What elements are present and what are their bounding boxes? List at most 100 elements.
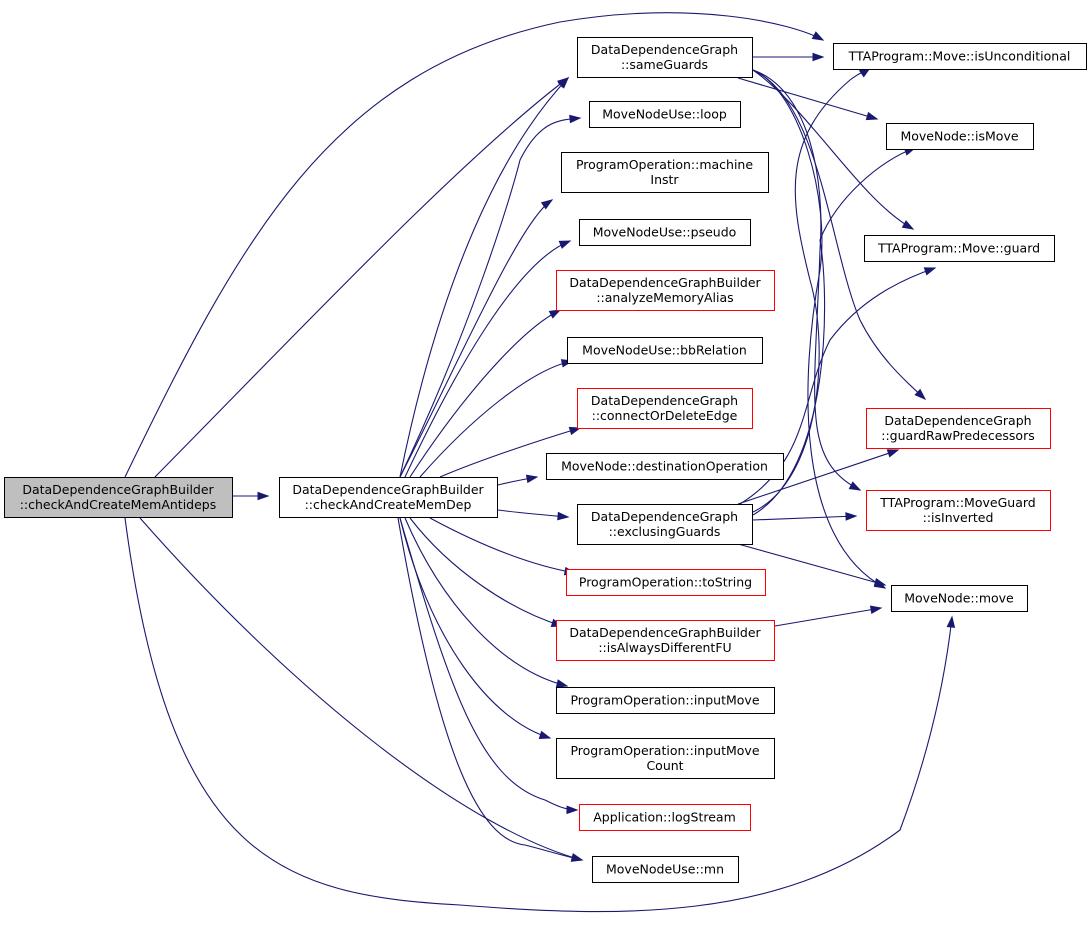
arrowhead-icon: [555, 679, 569, 688]
edge-checkdep-to-sameguards: [399, 76, 570, 478]
node-label: ::isAlwaysDifferentFU: [598, 640, 731, 655]
node-box: [579, 219, 751, 246]
edge-line: [409, 309, 561, 478]
node-exclusing[interactable]: DataDependenceGraph::exclusingGuards: [577, 504, 753, 545]
edge-line: [399, 117, 581, 478]
edge-root-to-sameguards: [154, 77, 570, 478]
node-label: Application::logStream: [593, 810, 736, 825]
edge-line: [752, 69, 861, 491]
node-box: [556, 687, 775, 714]
node-box: [866, 490, 1051, 531]
edge-checkdep-to-destop: [497, 474, 539, 486]
edge-checkdep-to-exclusing: [497, 509, 570, 521]
node-label: MoveNodeUse::mn: [606, 862, 724, 877]
node-box: [4, 477, 233, 518]
node-label: Count: [646, 758, 683, 773]
node-label: MoveNode::isMove: [900, 129, 1018, 144]
node-box: [556, 620, 775, 661]
edge-line: [399, 77, 569, 478]
arrowhead-icon: [540, 199, 554, 210]
node-analyzealias[interactable]: DataDependenceGraphBuilder::analyzeMemor…: [556, 270, 775, 311]
edge-checkdep-to-mn: [397, 517, 584, 862]
node-label: ProgramOperation::inputMove: [570, 743, 759, 758]
node-label: ::guardRawPredecessors: [881, 428, 1034, 443]
node-label: Instr: [650, 172, 679, 187]
edge-line: [124, 12, 824, 478]
node-label: TTAProgram::Move::isUnconditional: [848, 49, 1071, 64]
arrowhead-icon: [873, 578, 887, 587]
node-tostring[interactable]: ProgramOperation::toString: [566, 569, 766, 596]
node-label: TTAProgram::MoveGuard: [879, 495, 1035, 510]
node-logstream[interactable]: Application::logStream: [579, 804, 751, 831]
arrowhead-icon: [557, 76, 570, 89]
node-label: DataDependenceGraph: [591, 509, 738, 524]
edge-line: [752, 69, 886, 589]
node-label: DataDependenceGraphBuilder: [22, 482, 214, 497]
node-label: ::isInverted: [923, 510, 994, 525]
arrowhead-icon: [865, 111, 879, 121]
node-label: DataDependenceGraphBuilder: [292, 482, 484, 497]
arrowhead-icon: [558, 240, 572, 249]
arrowhead-icon: [569, 114, 582, 124]
node-connectordelete[interactable]: DataDependenceGraph::connectOrDeleteEdge: [577, 388, 753, 429]
node-pseudo[interactable]: MoveNodeUse::pseudo: [579, 219, 751, 246]
edge-checkdep-to-connectordelete: [439, 426, 582, 478]
edge-sameguards-to-isinverted: [752, 69, 862, 491]
node-label: ::connectOrDeleteEdge: [592, 408, 738, 423]
node-bbrelation[interactable]: MoveNodeUse::bbRelation: [567, 337, 763, 364]
node-destop[interactable]: MoveNode::destinationOperation: [546, 453, 784, 480]
edge-sameguards-to-ismove: [737, 77, 879, 121]
node-box: [891, 585, 1028, 612]
edge-exclusing-to-isinverted: [752, 512, 858, 521]
edge-exclusing-to-guardraw: [737, 449, 900, 505]
arrowhead-icon: [570, 853, 584, 862]
node-box: [579, 804, 751, 831]
node-label: ProgramOperation::inputMove: [570, 693, 759, 708]
node-ismove[interactable]: MoveNode::isMove: [886, 123, 1034, 150]
edge-exclusing-to-move: [737, 543, 887, 587]
edge-alwaysdifferent-to-move: [774, 605, 883, 627]
node-label: ProgramOperation::machine: [576, 157, 753, 172]
node-root: DataDependenceGraphBuilder::checkAndCrea…: [4, 477, 233, 518]
node-label: MoveNode::destinationOperation: [561, 459, 768, 474]
node-move[interactable]: MoveNode::move: [891, 585, 1028, 612]
node-alwaysdifferent[interactable]: DataDependenceGraphBuilder::isAlwaysDiff…: [556, 620, 775, 661]
node-isunconditional[interactable]: TTAProgram::Move::isUnconditional: [833, 43, 1087, 70]
edge-line: [139, 517, 583, 861]
edge-line: [124, 517, 953, 913]
node-box: [866, 408, 1051, 449]
arrowhead-icon: [548, 309, 562, 319]
arrowhead-icon: [525, 474, 539, 484]
node-isinverted[interactable]: TTAProgram::MoveGuard::isInverted: [866, 490, 1051, 531]
node-sameguards[interactable]: DataDependenceGraph::sameGuards: [577, 37, 753, 78]
edge-line: [774, 607, 882, 627]
edge-line: [737, 77, 878, 120]
arrowhead-icon: [914, 388, 927, 401]
arrowhead-icon: [557, 511, 570, 521]
edges-layer: [124, 12, 956, 913]
node-label: ::exclusingGuards: [609, 524, 721, 539]
node-box: [577, 504, 753, 545]
arrowhead-icon: [811, 31, 825, 41]
edge-checkdep-to-analyzealias: [409, 309, 562, 478]
node-loop[interactable]: MoveNodeUse::loop: [589, 101, 741, 128]
node-box: [864, 235, 1055, 262]
edge-line: [409, 517, 563, 627]
edge-checkdep-to-tostring: [429, 517, 577, 576]
nodes-layer: DataDependenceGraphBuilder::checkAndCrea…: [4, 37, 1087, 883]
arrowhead-icon: [812, 52, 825, 62]
node-mn[interactable]: MoveNodeUse::mn: [592, 856, 739, 883]
node-checkdep[interactable]: DataDependenceGraphBuilder::checkAndCrea…: [279, 477, 498, 518]
edge-root-to-isunconditional: [124, 12, 825, 478]
node-guard[interactable]: TTAProgram::Move::guard: [864, 235, 1055, 262]
node-inputmove[interactable]: ProgramOperation::inputMove: [556, 687, 775, 714]
node-guardraw[interactable]: DataDependenceGraph::guardRawPredecessor…: [866, 408, 1051, 449]
arrowhead-icon: [886, 449, 900, 458]
node-box: [279, 477, 498, 518]
arrowhead-icon: [257, 491, 270, 501]
arrowhead-icon: [923, 267, 937, 276]
edge-line: [497, 509, 569, 518]
node-box: [546, 453, 784, 480]
